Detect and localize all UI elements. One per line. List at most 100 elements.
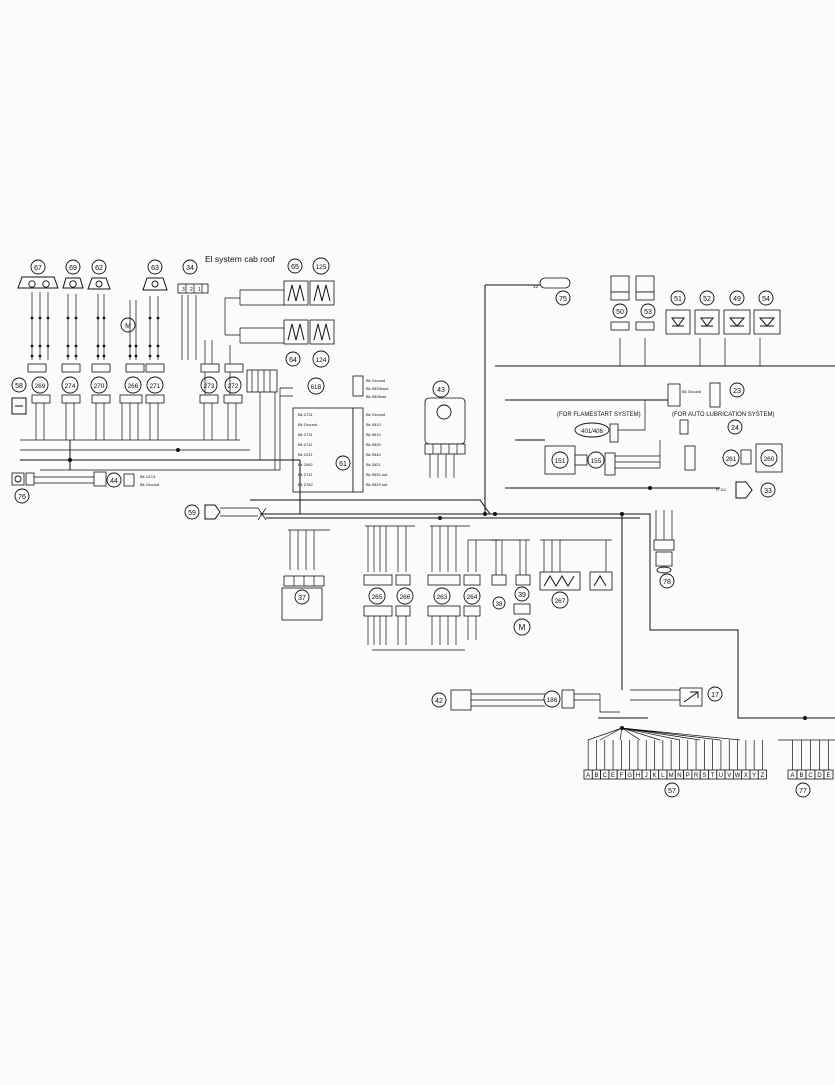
svg-text:M: M <box>519 623 526 632</box>
svg-text:273: 273 <box>204 383 215 390</box>
svg-text:50: 50 <box>616 309 624 316</box>
svg-text:Bk 9510: Bk 9510 <box>366 422 381 427</box>
connector-57-pin-label: R <box>694 773 699 779</box>
label-264: 264 <box>463 587 481 605</box>
svg-text:261: 261 <box>726 456 737 463</box>
connector-57-pin-label: B <box>594 773 598 779</box>
connector-57-pin-label: J <box>645 773 648 779</box>
label-260: 260 <box>760 449 778 467</box>
svg-text:3: 3 <box>182 287 185 293</box>
svg-text:Bk Ground: Bk Ground <box>140 482 159 487</box>
label-44: 44 <box>106 472 122 488</box>
svg-text:Bk Ground: Bk Ground <box>366 412 385 417</box>
label-78: 78 <box>659 573 675 589</box>
label-186: 186 <box>543 690 561 708</box>
svg-text:1: 1 <box>198 287 201 293</box>
worklamp-124 <box>309 319 335 345</box>
note-flamestart: (FOR FLAMESTART SYSTEM) <box>557 412 641 418</box>
svg-text:Bk 2062: Bk 2062 <box>298 462 313 467</box>
connector-57-pin-label: N <box>677 773 681 779</box>
label-267: 267 <box>551 591 569 609</box>
label-42: 42 <box>431 692 447 708</box>
svg-text:43: 43 <box>437 387 445 394</box>
label-57: 57 <box>664 782 680 798</box>
svg-text:37: 37 <box>298 595 306 602</box>
label-59: 59 <box>184 504 200 520</box>
svg-text:23: 23 <box>733 388 741 395</box>
label-75: 75 <box>555 290 571 306</box>
svg-text:61: 61 <box>339 461 347 468</box>
label-265: 265 <box>368 587 386 605</box>
connector-57-pin-label: F <box>620 773 624 779</box>
lamp-67 <box>17 276 59 289</box>
label-77: 77 <box>795 782 811 798</box>
connector-77-pin-label: A <box>790 773 794 779</box>
connector-57-pin-label: H <box>636 773 640 779</box>
svg-text:Bk 9520: Bk 9520 <box>366 442 381 447</box>
label-58: 58 <box>11 377 27 393</box>
connector-57-pin-label: P <box>686 773 690 779</box>
label-271: 271 <box>146 376 164 394</box>
label-63: 63 <box>147 259 163 275</box>
svg-text:49: 49 <box>733 296 741 303</box>
svg-text:R 111: R 111 <box>716 487 727 492</box>
label-17: 17 <box>707 686 723 702</box>
svg-text:33: 33 <box>764 488 772 495</box>
label-69: 69 <box>65 259 81 275</box>
label-53: 53 <box>640 303 656 319</box>
label-54: 54 <box>758 290 774 306</box>
connector-57-pin-label: E <box>611 773 615 779</box>
svg-text:124: 124 <box>316 357 327 364</box>
svg-text:Bk 9528ust: Bk 9528ust <box>366 394 387 399</box>
svg-text:Bk 9540: Bk 9540 <box>366 452 381 457</box>
svg-text:Bk 12C4: Bk 12C4 <box>140 474 156 479</box>
svg-text:59: 59 <box>188 510 196 517</box>
connector-57-pin-label: G <box>627 773 632 779</box>
svg-text:65: 65 <box>291 264 299 271</box>
svg-text:Bk 9610: Bk 9610 <box>366 432 381 437</box>
svg-text:77: 77 <box>799 788 807 795</box>
svg-text:Bk 2741: Bk 2741 <box>298 442 313 447</box>
svg-text:Bk 2621: Bk 2621 <box>366 462 381 467</box>
connector-57-pin-label: L <box>661 773 665 779</box>
label-270: 270 <box>90 376 108 394</box>
svg-text:274: 274 <box>65 383 76 390</box>
switch-row <box>31 394 243 404</box>
svg-text:Bk 9520 out: Bk 9520 out <box>366 472 388 477</box>
connector-57-pin-label: Z <box>761 773 765 779</box>
svg-text:24: 24 <box>731 425 739 432</box>
label-261: 261 <box>722 449 740 467</box>
svg-text:Bk Ground: Bk Ground <box>298 422 317 427</box>
connector-77-pin-label: C <box>808 773 813 779</box>
label-266: 266 <box>124 376 142 394</box>
note-autolube: (FOR AUTO LUBRICATION SYSTEM) <box>672 412 774 418</box>
svg-text:Bk Ground: Bk Ground <box>682 389 701 394</box>
svg-text:64: 64 <box>289 357 297 364</box>
label-34: 34 <box>182 259 198 275</box>
svg-text:54: 54 <box>762 296 770 303</box>
connector-57-pin-label: T <box>711 773 715 779</box>
svg-text:266: 266 <box>128 383 139 390</box>
label-151: 151 <box>551 451 569 469</box>
connector-row-top <box>27 363 244 373</box>
svg-text:Bk 2741: Bk 2741 <box>298 472 313 477</box>
label-125: 125 <box>312 257 330 275</box>
label-155: 155 <box>587 451 605 469</box>
connector-57-pin-label: U <box>719 773 723 779</box>
label-38: 38 <box>492 596 506 610</box>
label-274: 274 <box>61 376 79 394</box>
svg-text:38: 38 <box>496 602 503 608</box>
svg-text:34: 34 <box>186 265 194 272</box>
svg-text:186: 186 <box>547 697 558 704</box>
connector-57-pin-label: X <box>744 773 748 779</box>
label-64: 64 <box>285 351 301 367</box>
svg-text:Bk 9529 out: Bk 9529 out <box>366 482 388 487</box>
svg-text:151: 151 <box>555 458 566 465</box>
label-65: 65 <box>287 258 303 274</box>
svg-text:75: 75 <box>559 296 567 303</box>
label-50: 50 <box>612 303 628 319</box>
svg-text:155: 155 <box>591 458 602 465</box>
svg-text:2: 2 <box>190 287 193 293</box>
